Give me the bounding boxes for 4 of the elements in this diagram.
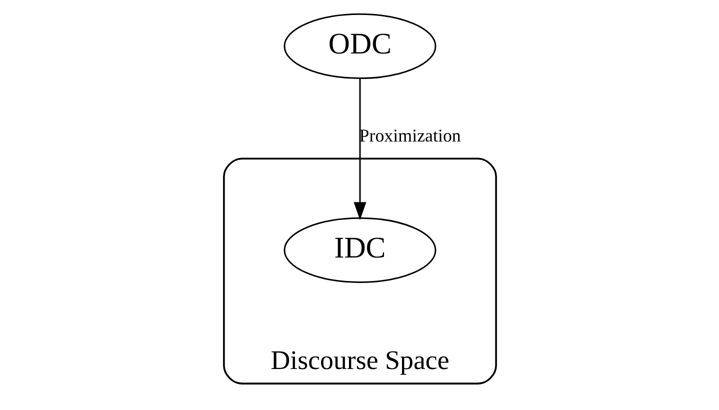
edge-label: Proximization xyxy=(358,126,460,146)
arrow xyxy=(353,78,366,220)
node-ellipse: ODC xyxy=(283,13,436,79)
node-ellipse: IDC xyxy=(283,217,436,283)
